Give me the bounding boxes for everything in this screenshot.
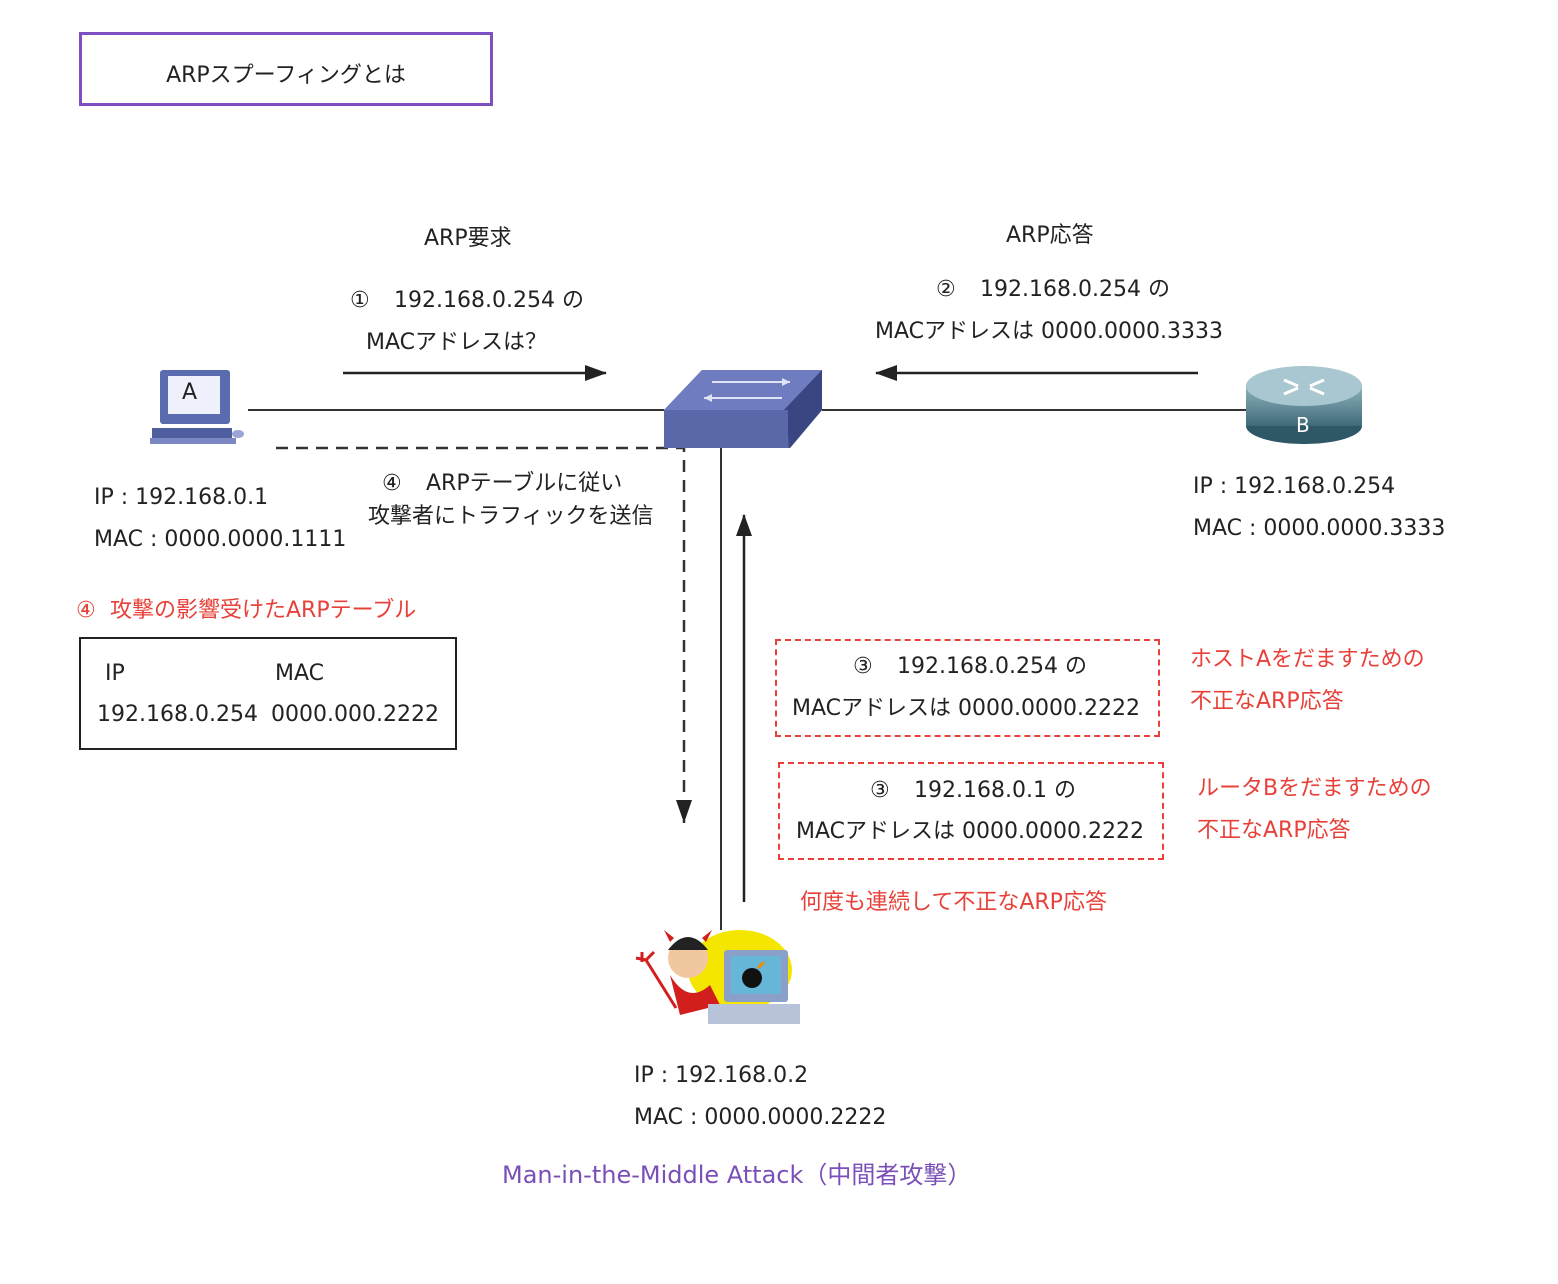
arp-table-col-ip: IP xyxy=(105,661,125,686)
affected-table-caption-step: ④ xyxy=(76,598,96,623)
spoof2-note1: ルータBをだますための xyxy=(1197,776,1432,801)
title-box: ARPスプーフィングとは xyxy=(79,32,493,106)
arp-reply-label: ARP応答 xyxy=(1006,223,1094,248)
attacker-icon xyxy=(635,930,800,1024)
arp-request-line1: 192.168.0.254 の xyxy=(394,288,584,313)
spoof1-line2: MACアドレスは 0000.0000.2222 xyxy=(792,696,1140,721)
switch-icon xyxy=(664,370,822,448)
arp-table-row-ip: 192.168.0.254 xyxy=(97,702,258,727)
spoof1-line1: 192.168.0.254 の xyxy=(897,654,1087,679)
attacker-mac: MAC : 0000.0000.2222 xyxy=(634,1105,887,1130)
arp-table-col-mac: MAC xyxy=(275,661,325,686)
computer-icon xyxy=(150,370,244,444)
spoof2-line2: MACアドレスは 0000.0000.2222 xyxy=(796,819,1144,844)
spoof1-step: ③ xyxy=(853,654,873,679)
host-a-mac: MAC : 0000.0000.1111 xyxy=(94,527,347,552)
host-a-ip: IP : 192.168.0.1 xyxy=(94,485,269,510)
attacker-ip: IP : 192.168.0.2 xyxy=(634,1063,809,1088)
step4-traffic-line1: ARPテーブルに従い xyxy=(426,471,623,496)
host-a-letter: A xyxy=(182,380,198,405)
arp-request-line2: MACアドレスは？ xyxy=(366,330,548,355)
footer-caption: Man-in-the-Middle Attack（中間者攻撃） xyxy=(502,1161,972,1189)
spoof1-note1: ホストAをだますための xyxy=(1190,647,1425,672)
affected-table-caption: 攻撃の影響受けたARPテーブル xyxy=(110,598,417,623)
arp-reply-line2: MACアドレスは 0000.0000.3333 xyxy=(875,319,1223,344)
arp-request-step: ① xyxy=(350,288,370,313)
router-b-ip: IP : 192.168.0.254 xyxy=(1193,474,1396,499)
arp-table-row-mac: 0000.000.2222 xyxy=(271,702,439,727)
spoof2-line1: 192.168.0.1 の xyxy=(914,778,1076,803)
spoof2-step: ③ xyxy=(870,778,890,803)
router-icon xyxy=(1246,366,1362,444)
arp-table: IP MAC 192.168.0.254 0000.000.2222 xyxy=(79,637,457,750)
spoof1-note2: 不正なARP応答 xyxy=(1190,689,1344,714)
spoof-box-router-b: ③ 192.168.0.1 の MACアドレスは 0000.0000.2222 xyxy=(778,762,1164,860)
spoof2-note2: 不正なARP応答 xyxy=(1197,818,1351,843)
arp-request-label: ARP要求 xyxy=(424,226,512,251)
step4-traffic-step: ④ xyxy=(382,471,402,496)
router-b-mac: MAC : 0000.0000.3333 xyxy=(1193,516,1446,541)
repeat-spoof-note: 何度も連続して不正なARP応答 xyxy=(800,890,1107,915)
router-b-letter: B xyxy=(1296,413,1310,437)
diagram-title: ARPスプーフィングとは xyxy=(166,63,406,88)
step4-traffic-line2: 攻撃者にトラフィックを送信 xyxy=(368,504,654,529)
spoof-box-host-a: ③ 192.168.0.254 の MACアドレスは 0000.0000.222… xyxy=(775,639,1160,737)
arp-reply-step: ② xyxy=(936,277,956,302)
arp-reply-line1: 192.168.0.254 の xyxy=(980,277,1170,302)
traffic-arrowhead xyxy=(676,800,692,823)
